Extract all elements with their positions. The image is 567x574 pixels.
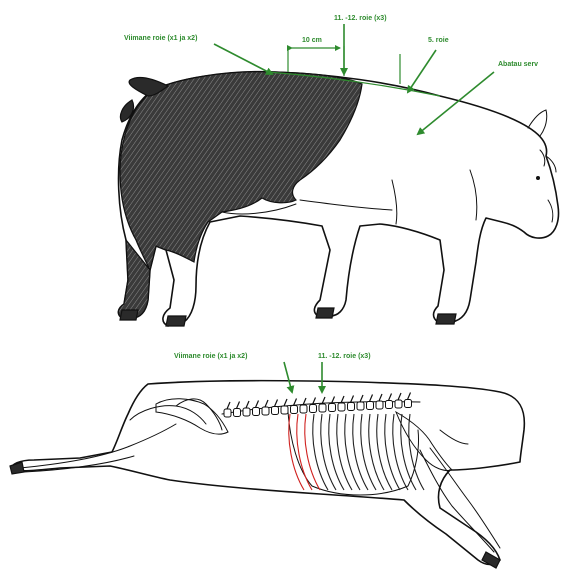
spine [222, 393, 420, 418]
label-bottom-rib-11-12: 11. -12. roie (x3) [318, 353, 371, 360]
label-rib-11-12: 11. -12. roie (x3) [334, 15, 387, 22]
pig-eye [536, 176, 540, 180]
ribs [289, 414, 424, 490]
label-depth: Abatau serv [498, 61, 538, 68]
vertebra [395, 400, 402, 408]
front-leg-bones [420, 430, 500, 552]
vertebra-spine [237, 402, 240, 409]
vertebrae [224, 393, 412, 418]
vertebra-spine [408, 393, 411, 400]
vertebra [405, 400, 412, 408]
vertebra [243, 408, 250, 416]
vertebra [262, 407, 269, 415]
rib-cage [288, 412, 452, 495]
pig-shoulder-patch [120, 72, 362, 270]
vertebra [234, 409, 241, 417]
vertebra [319, 404, 326, 412]
arrow-rib-5 [408, 50, 436, 92]
vertebra-spine [256, 401, 259, 408]
vertebra-spine [227, 402, 230, 409]
vertebra [367, 402, 374, 410]
vertebra [291, 406, 298, 414]
vertebra-spine [265, 400, 268, 407]
bottom-annotations: Viimane roie (x1 ja x2) 11. -12. roie (x… [174, 353, 371, 392]
arrow-last-rib [214, 44, 272, 74]
hind-leg-bones [20, 399, 222, 472]
vertebra-spine [351, 396, 354, 403]
vertebra-spine [389, 394, 392, 401]
vertebra-spine [275, 400, 278, 407]
pig-head-ear [528, 110, 547, 136]
label-last-rib: Viimane roie (x1 ja x2) [124, 35, 197, 42]
label-bottom-last-rib: Viimane roie (x1 ja x2) [174, 353, 247, 360]
vertebra-spine [284, 399, 287, 406]
vertebra-spine [398, 393, 401, 400]
vertebra [224, 409, 231, 417]
vertebra-spine [360, 395, 363, 402]
vertebra-spine [379, 394, 382, 401]
vertebra [281, 406, 288, 414]
vertebra [386, 401, 393, 409]
vertebra-spine [370, 395, 373, 402]
vertebra-spine [294, 399, 297, 406]
vertebra [348, 403, 355, 411]
vertebra-spine [246, 401, 249, 408]
vertebra [310, 405, 317, 413]
label-rib-5: 5. roie [428, 37, 449, 44]
vertebra [357, 402, 364, 410]
vertebra [329, 404, 336, 412]
carcass-hind-hoof [10, 462, 24, 474]
label-10cm: 10 cm [302, 37, 322, 44]
vertebra [376, 401, 383, 409]
vertebra [300, 405, 307, 413]
pig-hooves [120, 308, 456, 326]
pig-illustration [118, 72, 558, 326]
vertebra [338, 403, 345, 411]
arrow-bottom-last-rib [284, 362, 292, 392]
vertebra [253, 408, 260, 416]
vertebra [272, 407, 279, 415]
arrow-depth [418, 72, 494, 134]
